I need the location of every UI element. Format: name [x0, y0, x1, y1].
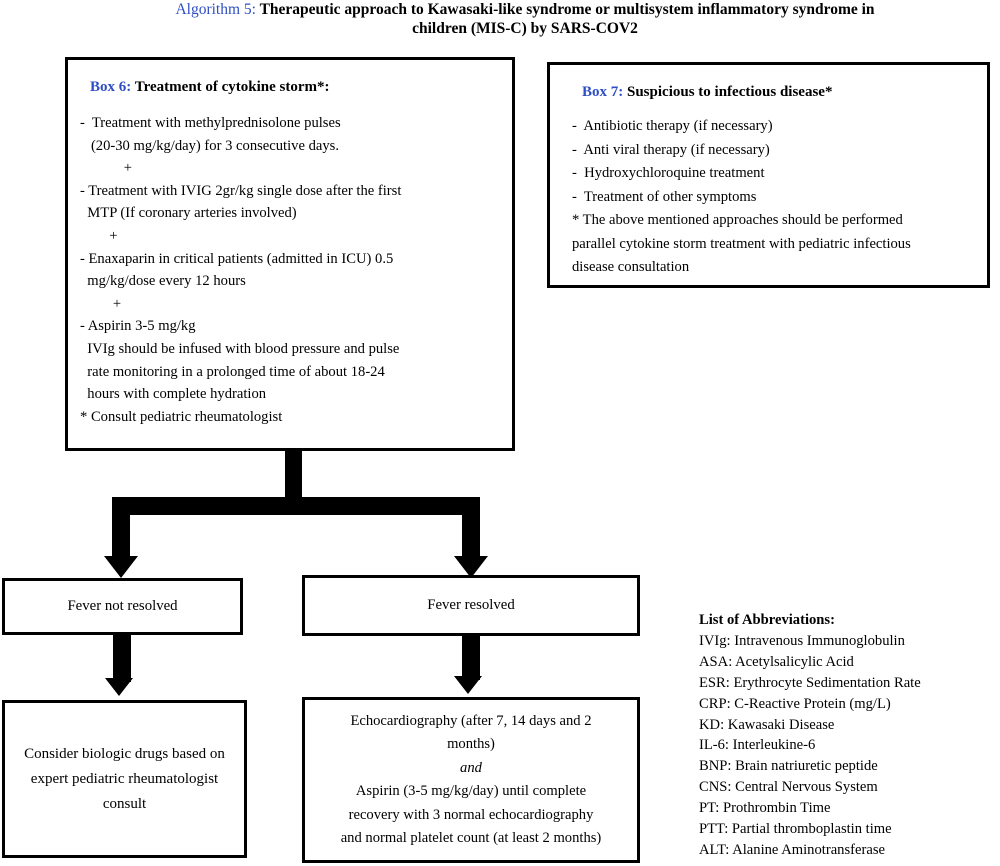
connector-fever-not-resolved-stem — [113, 634, 131, 682]
title-text: Therapeutic approach to Kawasaki-like sy… — [255, 1, 875, 37]
box-7-line: - Anti viral therapy (if necessary) — [572, 141, 770, 158]
echo-line: recovery with 3 normal echocardiography — [348, 806, 594, 823]
abbreviation-item: PTT: Partial thromboplastin time — [699, 821, 892, 838]
connector-right-stem — [462, 497, 480, 559]
connector-fever-resolved-stem — [462, 635, 480, 680]
abbreviation-item: CNS: Central Nervous System — [699, 779, 878, 796]
arrow-down-icon — [104, 556, 138, 578]
node-echocardiography-body: Echocardiography (after 7, 14 days and 2… — [305, 700, 637, 860]
page-title: Algorithm 5: Therapeutic approach to Kaw… — [150, 0, 900, 38]
abbreviation-item: IVIg: Intravenous Immunoglobulin — [699, 632, 905, 649]
connector-box6-stem — [285, 449, 302, 499]
box-7-label: Box 7: — [582, 84, 624, 100]
node-fever-not-resolved: Fever not resolved — [2, 578, 243, 635]
box-6-body: - Treatment with methylprednisolone puls… — [80, 112, 512, 428]
box-7-heading: Box 7: Suspicious to infectious disease* — [582, 84, 987, 101]
box-7-infectious-disease: Box 7: Suspicious to infectious disease*… — [547, 62, 990, 288]
abbreviation-item: ALT: Alanine Aminotransferase — [699, 841, 885, 858]
abbreviations-list: List of Abbreviations: IVIg: Intravenous… — [699, 610, 994, 861]
box-7-line: - Hydroxychloroquine treatment — [572, 165, 765, 181]
box-6-line: mg/kg/dose every 12 hours — [80, 273, 246, 290]
abbreviation-item: PT: Prothrombin Time — [699, 800, 831, 817]
title-prefix: Algorithm 5: — [175, 1, 256, 18]
box-6-label: Box 6: — [90, 79, 132, 95]
box-6-title: Treatment of cytokine storm*: — [131, 79, 330, 95]
box-7-footnote: * The above mentioned approaches should … — [572, 212, 903, 228]
echo-line: Echocardiography (after 7, 14 days and 2 — [350, 712, 592, 729]
echo-line: and normal platelet count (at least 2 mo… — [340, 830, 602, 846]
abbreviation-item: ASA: Acetylsalicylic Acid — [699, 653, 854, 670]
node-fever-resolved-label: Fever resolved — [427, 597, 515, 613]
abbreviation-item: CRP: C-Reactive Protein (mg/L) — [699, 695, 891, 712]
connector-left-stem — [112, 497, 130, 559]
connector-split-bar — [112, 497, 480, 515]
abbreviation-item: KD: Kawasaki Disease — [699, 716, 835, 733]
node-fever-not-resolved-label: Fever not resolved — [67, 598, 178, 614]
arrow-down-icon — [454, 676, 482, 694]
node-biologic-drugs: Consider biologic drugs based on expert … — [2, 700, 247, 858]
abbreviation-item: ESR: Erythrocyte Sedimentation Rate — [699, 674, 921, 691]
box-7-line: - Antibiotic therapy (if necessary) — [572, 118, 773, 134]
box-6-heading: Box 6: Treatment of cytokine storm*: — [90, 79, 512, 96]
box-7-line: - Treatment of other symptoms — [572, 188, 757, 205]
node-echocardiography: Echocardiography (after 7, 14 days and 2… — [302, 697, 640, 863]
box-7-footnote: disease consultation — [572, 259, 690, 275]
node-fever-resolved: Fever resolved — [302, 575, 640, 636]
echo-conjunction: and — [460, 759, 482, 776]
arrow-down-icon — [105, 678, 133, 696]
echo-line: months) — [447, 736, 495, 752]
box-6-line: MTP (If coronary arteries involved) — [80, 205, 297, 222]
abbreviation-item: IL-6: Interleukine-6 — [699, 737, 816, 754]
box-6-line: - Aspirin 3-5 mg/kg — [80, 318, 196, 335]
box-7-body: - Antibiotic therapy (if necessary) - An… — [572, 115, 987, 280]
box-6-line: - Treatment with methylprednisolone puls… — [80, 115, 341, 131]
box-6-line: - Treatment with IVIG 2gr/kg single dose… — [80, 182, 402, 199]
echo-line: Aspirin (3-5 mg/kg/day) until complete — [355, 783, 587, 799]
box-6-footnote: * Consult pediatric rheumatologist — [80, 408, 283, 425]
node-biologic-drugs-label: Consider biologic drugs based on expert … — [24, 745, 225, 812]
box-6-line: rate monitoring in a prolonged time of a… — [80, 363, 385, 380]
box-7-title: Suspicious to infectious disease* — [623, 84, 833, 100]
box-6-cytokine-storm: Box 6: Treatment of cytokine storm*: - T… — [65, 57, 515, 451]
box-6-line: hours with complete hydration — [80, 386, 267, 403]
box-6-line: (20-30 mg/kg/day) for 3 consecutive days… — [80, 137, 339, 154]
box-7-footnote: parallel cytokine storm treatment with p… — [572, 235, 911, 252]
box-6-line: - Enaxaparin in critical patients (admit… — [80, 250, 394, 267]
box-6-plus: + — [80, 295, 122, 312]
box-6-plus: + — [80, 227, 118, 244]
box-6-plus: + — [80, 160, 133, 177]
abbreviation-item: BNP: Brain natriuretic peptide — [699, 758, 878, 775]
box-6-line: IVIg should be infused with blood pressu… — [80, 340, 400, 357]
arrow-down-icon — [454, 556, 488, 578]
abbreviations-title: List of Abbreviations: — [699, 612, 835, 628]
